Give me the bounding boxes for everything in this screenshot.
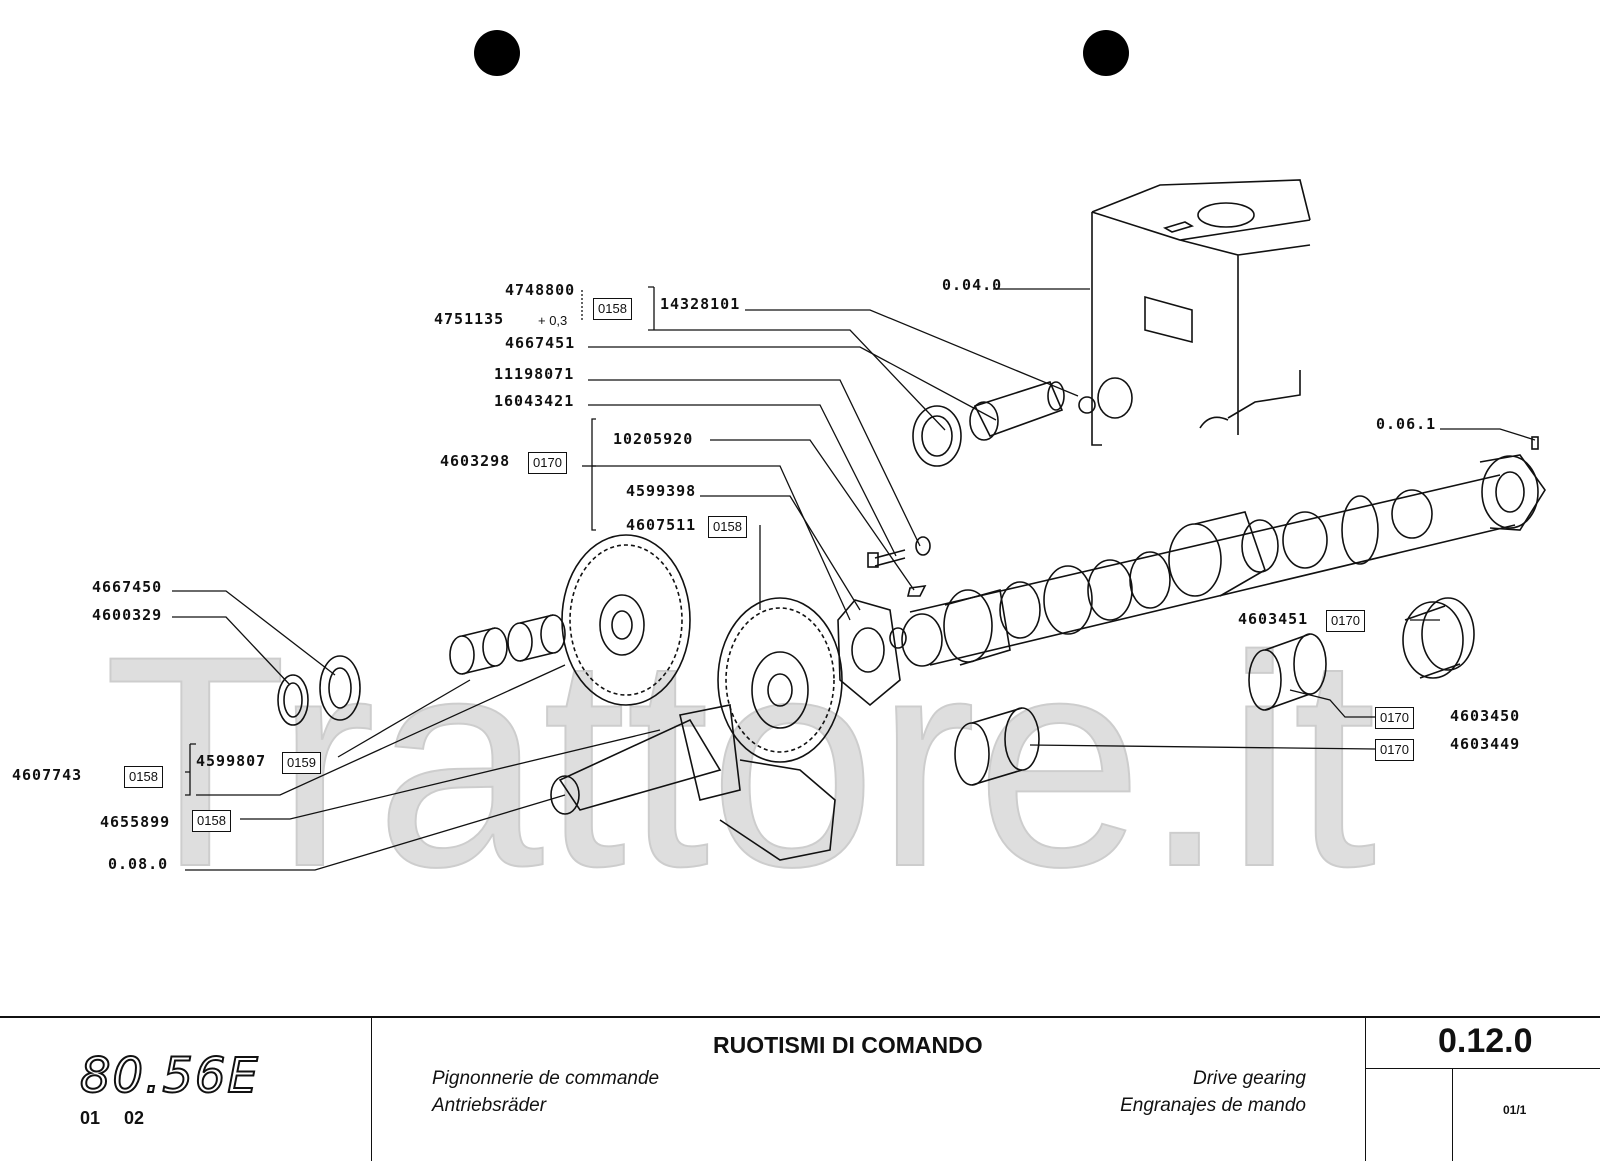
binder-hole-right <box>1083 30 1129 76</box>
key <box>906 585 927 597</box>
exploded-view-drawing: Trattore.it <box>103 179 1546 930</box>
ref-box-0170-4603450: 0170 <box>1375 707 1414 729</box>
title-block-divider-1 <box>371 1016 372 1161</box>
ref-box-0159: 0159 <box>282 752 321 774</box>
label-4607743: 4607743 <box>12 766 83 784</box>
block-slot <box>1162 221 1195 233</box>
ref-box-0170-4603449: 0170 <box>1375 739 1414 761</box>
ref-box-0158-4607511: 0158 <box>708 516 747 538</box>
washer <box>915 536 931 556</box>
label-4603298: 4603298 <box>440 452 511 470</box>
ring-4667450 <box>319 655 361 721</box>
title-block-divider-3 <box>1452 1068 1453 1161</box>
page-title: RUOTISMI DI COMANDO <box>713 1032 983 1058</box>
title-french: Pignonnerie de commande <box>432 1068 660 1089</box>
engine-block <box>1091 179 1311 446</box>
ref-box-0158-4607743: 0158 <box>124 766 163 788</box>
title-block <box>0 1016 1600 1163</box>
ref-box-0170-4603298: 0170 <box>528 452 567 474</box>
title-spanish: Engranajes de mando <box>1120 1095 1306 1116</box>
label-4599398: 4599398 <box>626 482 697 500</box>
label-4751135: 4751135 <box>434 310 505 328</box>
label-plus-tolerance: + 0,3 <box>538 313 568 328</box>
label-4603451: 4603451 <box>1238 610 1309 628</box>
ref-box-0170-4603451: 0170 <box>1326 610 1365 632</box>
pinion-shaft <box>558 718 722 811</box>
sheet-number: 01/1 <box>1503 1103 1527 1117</box>
model-number: 80.56E <box>79 1047 260 1105</box>
label-10205920: 10205920 <box>613 430 694 448</box>
ref-box-0158-4655899: 0158 <box>192 810 231 832</box>
label-4599807: 4599807 <box>196 752 267 770</box>
label-4600329: 4600329 <box>92 606 163 624</box>
cam-bushing-upper <box>973 381 1064 437</box>
title-block-hline <box>1365 1068 1600 1069</box>
plug <box>1531 436 1539 450</box>
label-4607511: 4607511 <box>626 516 697 534</box>
label-16043421: 16043421 <box>494 392 575 410</box>
label-4603450: 4603450 <box>1450 707 1521 725</box>
crank-arm <box>719 759 836 861</box>
section-code: 0.12.0 <box>1438 1022 1533 1060</box>
label-0-04-0: 0.04.0 <box>942 276 1003 294</box>
label-4748800: 4748800 <box>505 281 576 299</box>
edition-01: 01 <box>80 1108 101 1128</box>
title-block-divider-2 <box>1365 1016 1366 1161</box>
title-german: Antriebsräder <box>432 1095 547 1116</box>
ring-4600329 <box>277 674 309 726</box>
edition-02: 02 <box>124 1108 145 1128</box>
binder-hole-left <box>474 30 520 76</box>
label-4603449: 4603449 <box>1450 735 1521 753</box>
label-0-06-1: 0.06.1 <box>1376 415 1437 433</box>
screw <box>874 549 906 567</box>
label-4667450: 4667450 <box>92 578 163 596</box>
label-11198071: 11198071 <box>494 365 575 383</box>
label-0-08-0: 0.08.0 <box>108 855 169 873</box>
seal-ring-upper <box>912 405 962 467</box>
block-bore <box>1097 377 1133 419</box>
block-lug <box>1197 202 1255 228</box>
ref-box-0158-top: 0158 <box>593 298 632 320</box>
bushing-4603451 <box>1402 601 1464 679</box>
camshaft-gear <box>717 597 843 763</box>
label-4667451: 4667451 <box>505 334 576 352</box>
title-english: Drive gearing <box>1193 1068 1306 1089</box>
thrust-plate <box>837 599 901 707</box>
label-14328101: 14328101 <box>660 295 741 313</box>
label-4655899: 4655899 <box>100 813 171 831</box>
